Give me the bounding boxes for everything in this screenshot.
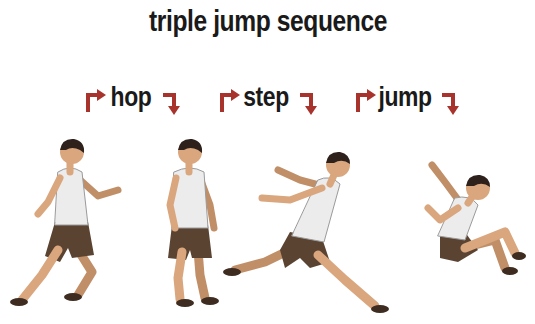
hair [178, 139, 202, 153]
arrow-head [231, 89, 240, 101]
runner-figure [223, 152, 389, 313]
runner-figure [428, 165, 526, 275]
shoe [502, 267, 518, 275]
arm [170, 178, 176, 228]
leg [22, 250, 58, 300]
arm [38, 178, 60, 214]
shoe [176, 299, 194, 307]
hair [60, 139, 84, 153]
leg [465, 232, 515, 253]
shoe [371, 305, 389, 313]
arrow-head [367, 89, 376, 101]
arrow-head [168, 106, 180, 115]
hair [466, 175, 490, 187]
bent-arrow [88, 95, 98, 112]
phase-label: hop [111, 84, 152, 111]
runner-figure [10, 139, 118, 306]
shoe [512, 252, 526, 260]
leg [178, 252, 182, 299]
arrow-head [447, 106, 459, 115]
arrow-head [305, 106, 317, 115]
shoe [64, 293, 82, 301]
arm [262, 188, 322, 200]
diagram-title: triple jump sequence [149, 6, 387, 36]
bent-arrow [222, 95, 232, 112]
shoe [201, 297, 219, 305]
shoe [223, 268, 241, 276]
bent-arrow [358, 95, 368, 112]
shoe [10, 298, 28, 306]
leg [318, 255, 375, 306]
hair [326, 152, 350, 164]
arrow-head [97, 89, 106, 101]
phase-label: step [243, 84, 289, 111]
runner-figure [168, 139, 219, 307]
phase-label: jump [378, 84, 431, 111]
arm [428, 208, 458, 220]
neck [330, 175, 334, 184]
